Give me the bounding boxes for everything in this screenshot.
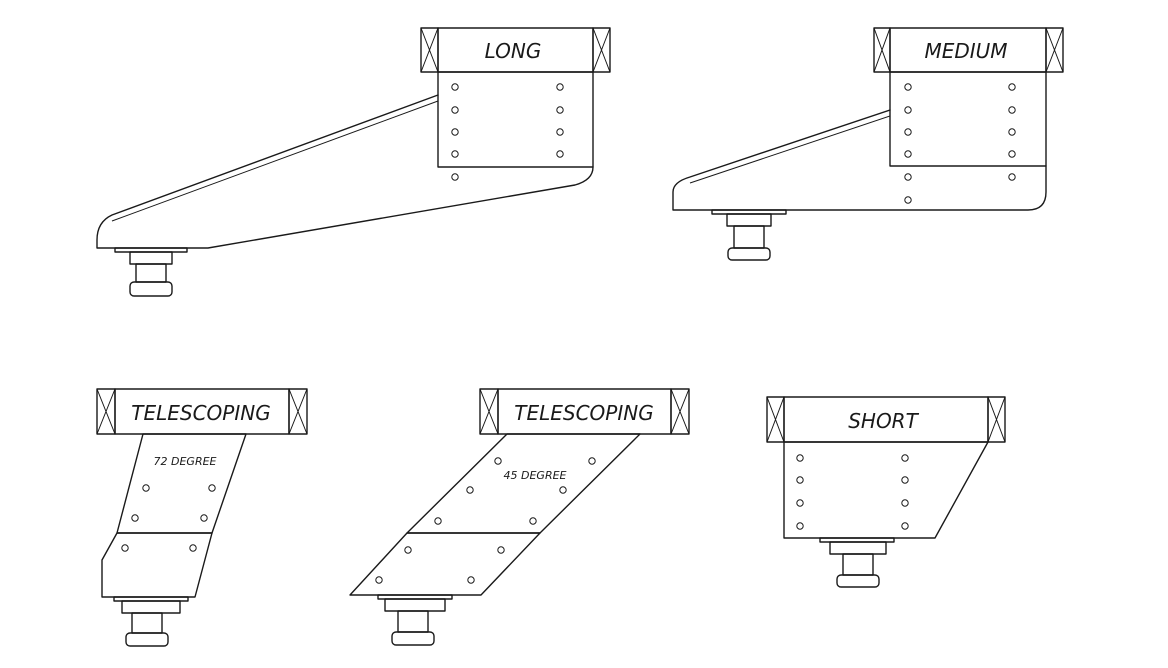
tele72-angle-label: 72 DEGREE <box>154 455 217 468</box>
medium-pin-foot <box>711 209 787 261</box>
medium-holes <box>904 83 1016 204</box>
long-arm-edge <box>111 100 439 222</box>
tele45-holes <box>375 457 596 584</box>
short-end-block-left <box>766 396 785 443</box>
tele72-end-block-right <box>288 388 308 435</box>
long-mount-plate <box>437 71 594 168</box>
tele72-label: TELESCOPING <box>131 401 270 425</box>
tele45-label: TELESCOPING <box>514 401 653 425</box>
long-arm <box>96 94 594 249</box>
long-holes <box>451 83 564 181</box>
telescoping-72-bracket: TELESCOPING 72 DEGREE <box>96 388 308 647</box>
short-holes <box>796 454 909 530</box>
tele45-angle-label: 45 DEGREE <box>504 469 567 482</box>
tele45-pin-foot <box>377 594 453 646</box>
tele45-lower-section <box>349 532 541 596</box>
tele72-holes <box>121 484 216 552</box>
long-pin-foot <box>114 247 188 297</box>
short-label: SHORT <box>848 409 919 433</box>
medium-arm-edge <box>689 115 891 184</box>
long-bracket: LONG <box>96 27 611 297</box>
tele45-upper-section <box>406 433 641 534</box>
medium-end-block-right <box>1045 27 1064 73</box>
medium-mount-plate <box>889 71 1047 167</box>
short-end-block-right <box>987 396 1006 443</box>
short-pin-foot <box>819 537 895 588</box>
long-end-block-left <box>420 27 439 73</box>
short-body <box>783 441 989 539</box>
tele72-pin-foot <box>113 596 189 647</box>
long-label: LONG <box>485 39 542 63</box>
medium-arm <box>672 109 1047 211</box>
tele45-end-block-left <box>479 388 499 435</box>
long-end-block-right <box>592 27 611 73</box>
tele72-lower-section <box>101 532 213 598</box>
medium-bracket: MEDIUM <box>672 27 1064 261</box>
medium-label: MEDIUM <box>924 39 1007 63</box>
tele72-end-block-left <box>96 388 116 435</box>
tele45-end-block-right <box>670 388 690 435</box>
short-bracket: SHORT <box>766 396 1006 588</box>
medium-end-block-left <box>873 27 891 73</box>
telescoping-45-bracket: TELESCOPING 45 DEGREE <box>349 388 690 646</box>
